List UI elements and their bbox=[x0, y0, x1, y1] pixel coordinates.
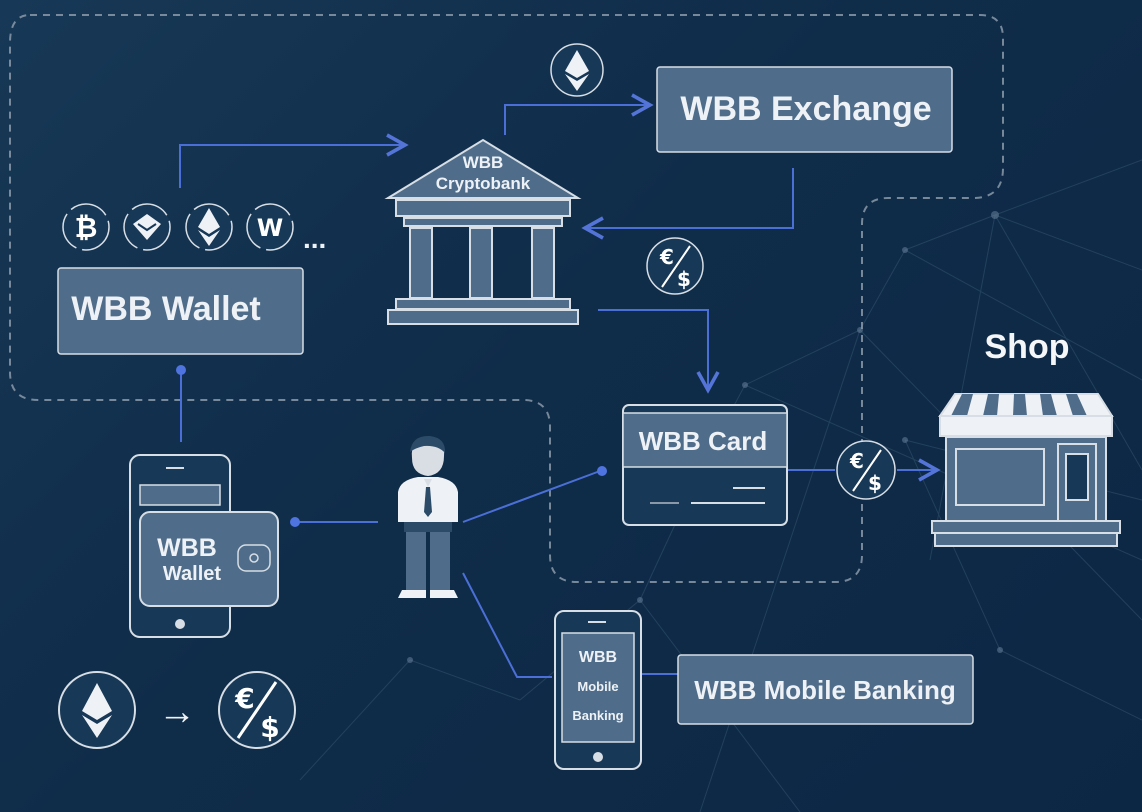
wallet-to-cryptobank-arrow bbox=[179, 133, 409, 188]
wbb-exchange-box: WBB Exchange bbox=[656, 66, 953, 153]
conversion-euro-glyph: € bbox=[234, 682, 254, 715]
card-fiat-icon: € $ bbox=[836, 440, 896, 500]
shop-label: Shop bbox=[985, 328, 1070, 366]
phone-wallet-line2: Wallet bbox=[163, 563, 221, 585]
mobile-line1: WBB bbox=[579, 649, 617, 666]
phone-wallet-line1: WBB bbox=[157, 534, 217, 562]
dollar-glyph: $ bbox=[677, 267, 691, 291]
person-icon bbox=[398, 435, 458, 598]
person-to-card-line bbox=[462, 470, 601, 523]
conversion-dollar-glyph: $ bbox=[260, 711, 279, 744]
mobile-banking-phone: WBB Mobile Banking bbox=[554, 610, 642, 770]
mobile-line3: Banking bbox=[572, 708, 623, 723]
conversion-eth-icon bbox=[58, 671, 136, 749]
exchange-to-cryptobank-arrow bbox=[581, 168, 794, 240]
card-dollar-glyph: $ bbox=[868, 471, 882, 495]
cryptobank-to-card-arrow bbox=[598, 309, 720, 394]
waves-coin-icon bbox=[123, 203, 171, 251]
wbb-mobile-banking-box: WBB Mobile Banking bbox=[677, 654, 974, 725]
cryptobank-line1: WBB bbox=[463, 153, 504, 172]
bitcoin-icon: ₿ bbox=[62, 203, 110, 251]
w-coin-icon: W bbox=[246, 203, 294, 251]
shop-icon bbox=[931, 393, 1121, 547]
wbb-mobile-banking-label: WBB Mobile Banking bbox=[694, 675, 955, 705]
bitcoin-glyph: ₿ bbox=[75, 211, 98, 244]
coins-ellipsis: ... bbox=[303, 223, 326, 254]
ethereum-row-icon bbox=[185, 203, 233, 251]
wbb-wallet-label: WBB Wallet bbox=[71, 290, 261, 328]
wbb-exchange-label: WBB Exchange bbox=[680, 90, 931, 128]
conversion-fiat-icon: € $ bbox=[218, 671, 296, 749]
cryptobank-line2: Cryptobank bbox=[436, 174, 531, 193]
euro-glyph: € bbox=[659, 245, 674, 269]
phone-wallet: WBB Wallet bbox=[129, 454, 279, 638]
wcoin-glyph: W bbox=[257, 214, 283, 242]
dashed-region-crypto bbox=[9, 14, 1004, 583]
card-euro-glyph: € bbox=[849, 449, 864, 473]
flow-lines bbox=[179, 93, 941, 678]
wbb-card: WBB Card bbox=[622, 404, 788, 526]
mobile-line2: Mobile bbox=[577, 679, 618, 694]
ethereum-icon bbox=[550, 43, 604, 97]
cryptobank-building bbox=[384, 138, 582, 325]
background-nodes bbox=[407, 211, 1003, 663]
wbb-wallet-box: WBB Wallet bbox=[57, 267, 304, 355]
cryptobank-to-exchange-arrow bbox=[504, 93, 654, 135]
person-to-mobile-line bbox=[462, 572, 552, 678]
euro-dollar-icon: € $ bbox=[646, 237, 704, 295]
flow-dots bbox=[176, 365, 607, 527]
wbb-card-label: WBB Card bbox=[639, 426, 768, 456]
conversion-arrow: → bbox=[158, 691, 196, 733]
